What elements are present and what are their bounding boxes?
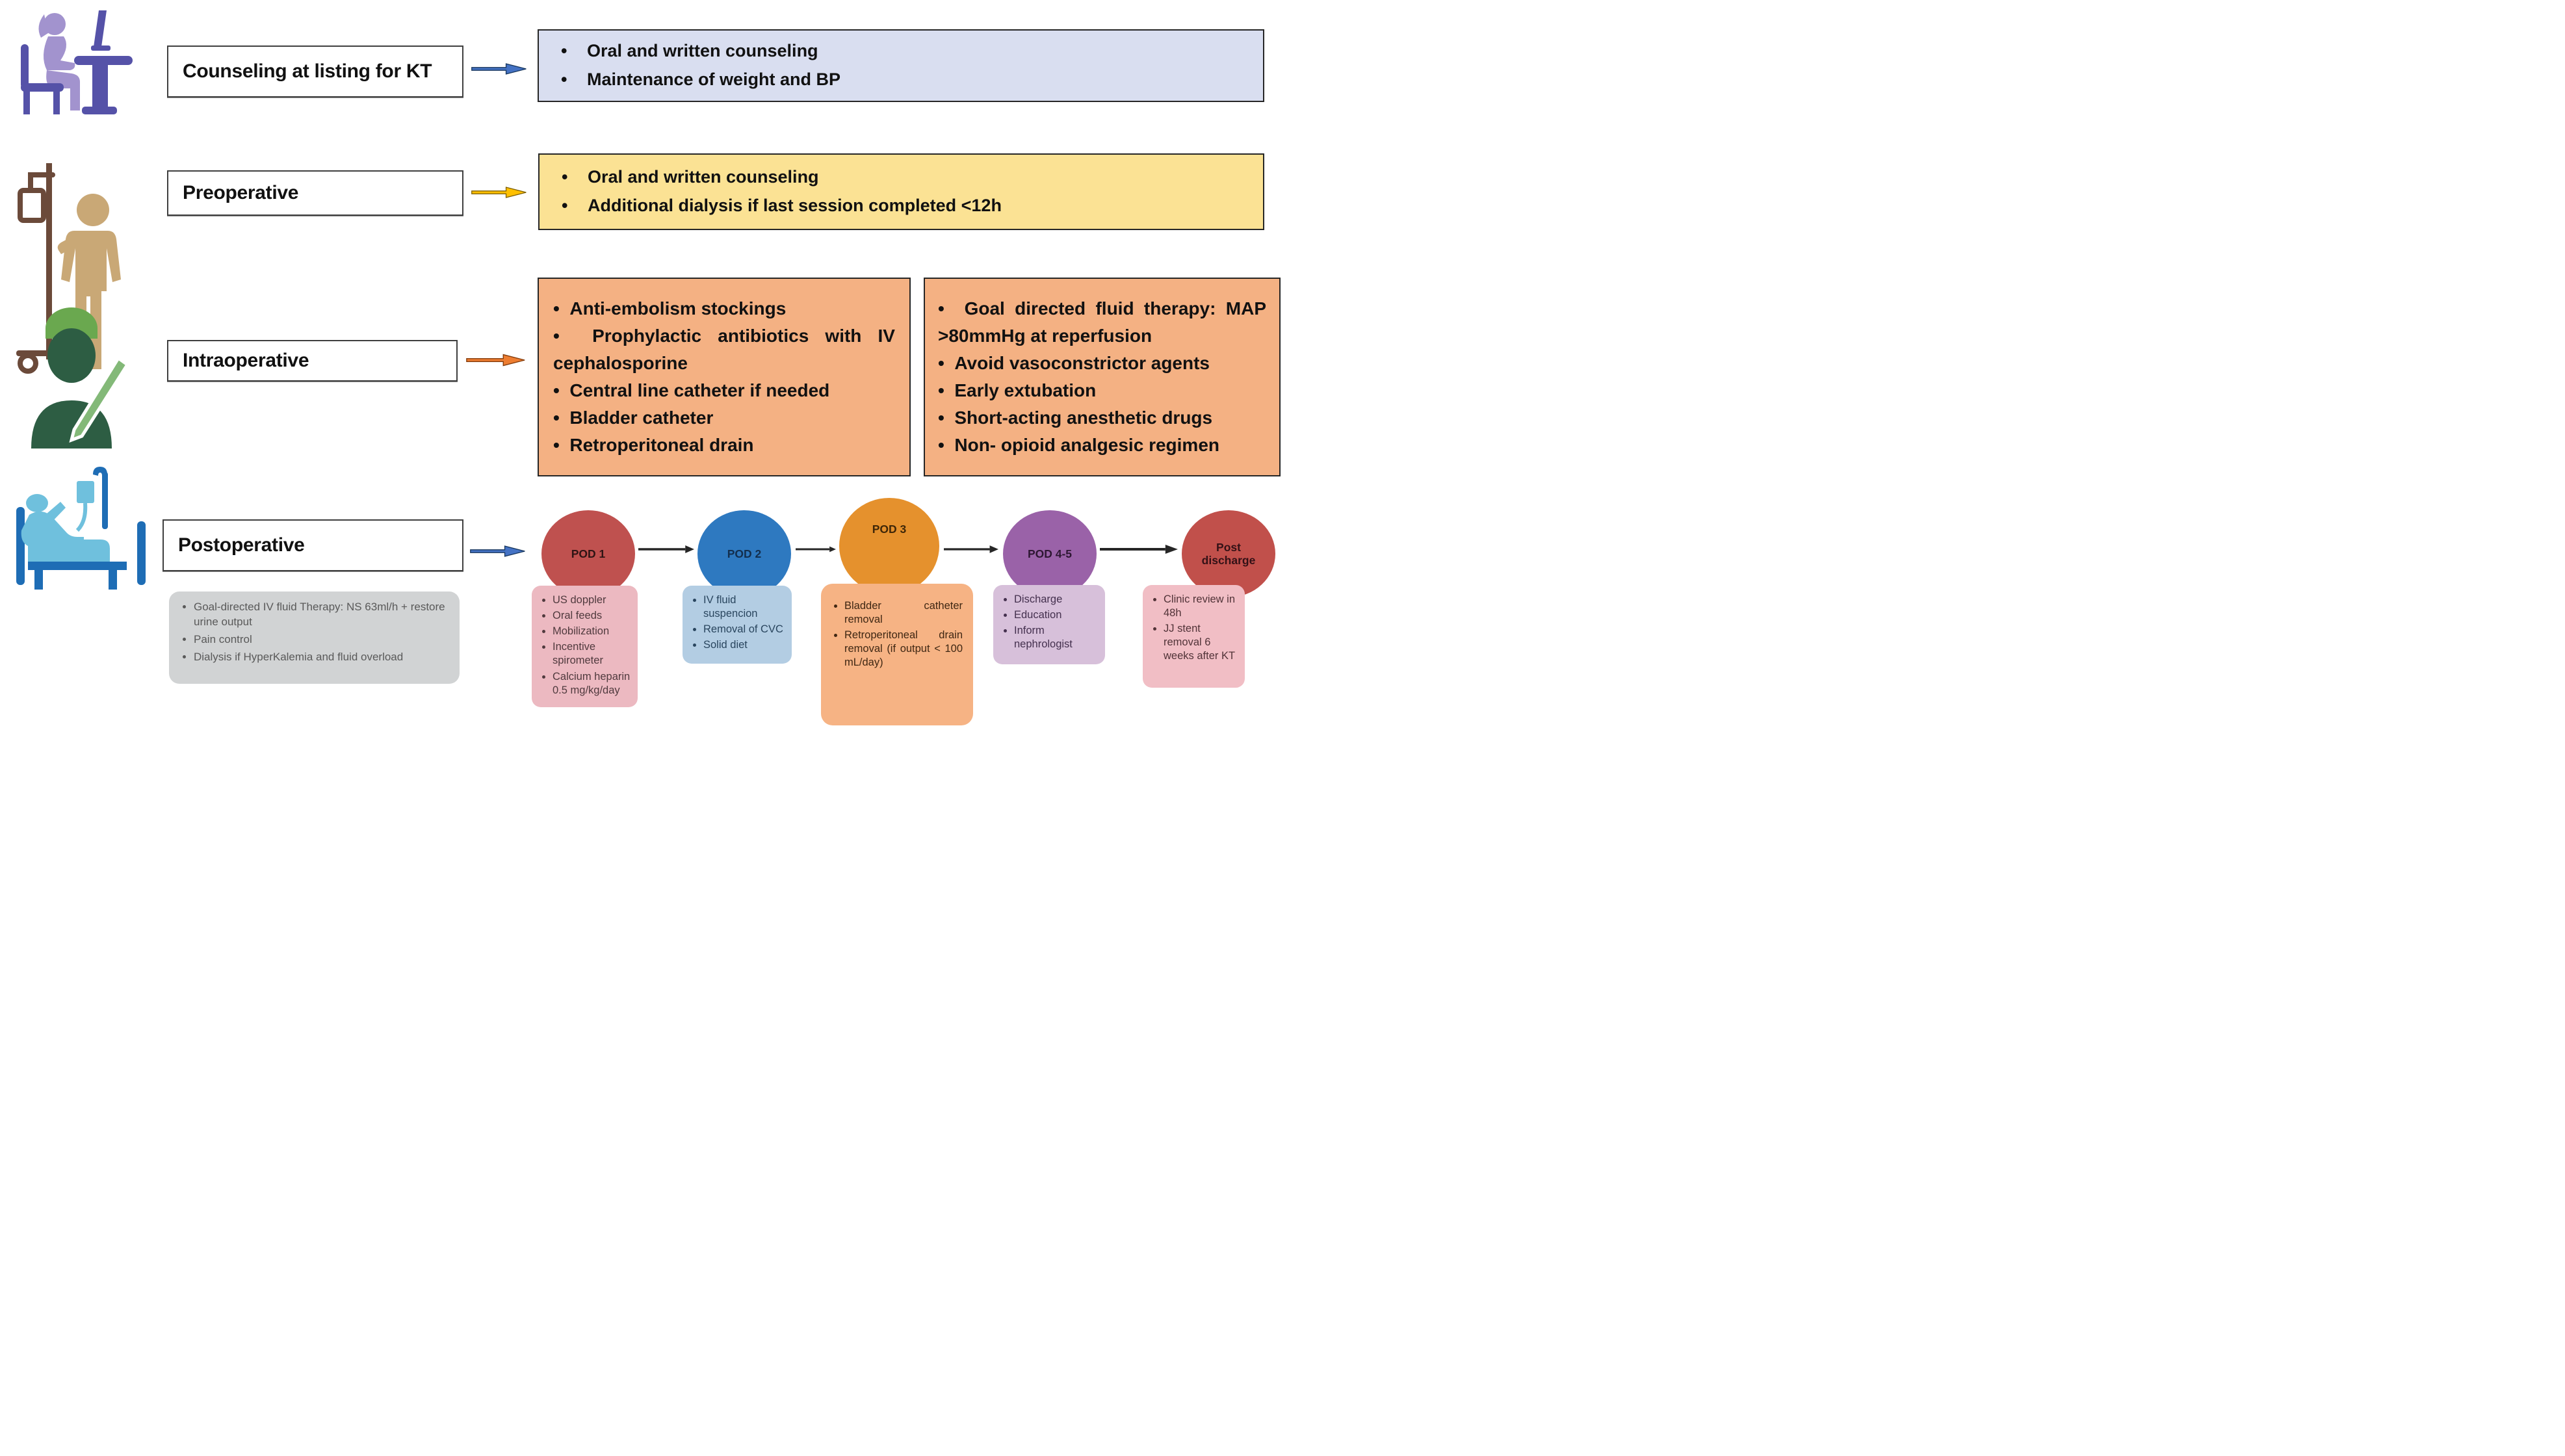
bullet-item: Mobilization [553, 625, 631, 638]
pod-circle-label: POD 1 [571, 547, 606, 560]
bullet-item: IV fluid suspencion [703, 593, 785, 621]
pod-circle-post-discharge: Post discharge [1182, 510, 1275, 597]
bullet-item: Short-acting anesthetic drugs [938, 404, 1266, 432]
kt-perioperative-care-pathway-diagram: Counseling at listing for KT Oral and wr… [0, 0, 1282, 728]
pod-note-list-3: Bladder catheter removalRetroperitoneal … [827, 599, 963, 670]
bullet-item: Oral and written counseling [551, 37, 1251, 66]
bullet-item: US doppler [553, 593, 631, 607]
bullet-item: Anti-embolism stockings [553, 295, 895, 322]
bullet-item: Early extubation [938, 377, 1266, 404]
preoperative-flow-arrow-icon [471, 187, 527, 198]
bullet-item: Retroperitoneal drain removal (if output… [844, 629, 963, 670]
pod-note-2: IV fluid suspencionRemoval of CVC Solid d… [683, 586, 792, 664]
bullet-item: Discharge [1014, 593, 1099, 606]
pod-note-list-1: US dopplerOral feedsMobilizationIncentiv… [536, 593, 631, 697]
pod-note-post-discharge: Clinic review in 48hJJ stent removal 6 w… [1143, 585, 1245, 688]
bullet-item: Dialysis if HyperKalemia and fluid overl… [194, 650, 452, 665]
timeline-connector-arrow-icon [796, 546, 836, 552]
intraoperative-note-box-1: Anti-embolism stockingsProphylactic anti… [538, 278, 911, 476]
bullet-item: JJ stent removal 6 weeks after KT [1164, 622, 1238, 663]
stage-label-text: Postoperative [178, 534, 305, 556]
intraoperative-note-list-1: Anti-embolism stockingsProphylactic anti… [553, 295, 895, 459]
bullet-item: Education [1014, 608, 1099, 622]
postoperative-flow-arrow-icon [470, 545, 525, 557]
timeline-connector-arrow-icon [1100, 545, 1178, 554]
stage-label-intraoperative: Intraoperative [167, 340, 458, 382]
pod-note-4: DischargeEducationInform nephrologist [993, 585, 1105, 664]
pod-note-list-post-discharge: Clinic review in 48hJJ stent removal 6 w… [1147, 593, 1238, 664]
person-at-computer-icon [21, 10, 133, 114]
bullet-item: Non- opioid analgesic regimen [938, 432, 1266, 459]
counseling-flow-arrow-icon [471, 63, 527, 75]
bullet-item: Central line catheter if needed [553, 377, 895, 404]
pod-circle-label: POD 4-5 [1027, 547, 1073, 560]
stage-label-postoperative: Postoperative [163, 519, 463, 571]
intraoperative-flow-arrow-icon [466, 354, 525, 367]
stage-label-counseling: Counseling at listing for KT [167, 46, 463, 98]
stage-label-text: Intraoperative [183, 350, 309, 371]
stage-label-text: Counseling at listing for KT [183, 60, 432, 82]
bullet-item: Avoid vasoconstrictor agents [938, 350, 1266, 377]
pod-circle-3: POD 3 [839, 498, 939, 594]
surgeon-icon [31, 307, 130, 448]
timeline-connector-arrow-icon [944, 545, 998, 553]
bullet-item: Inform nephrologist [1014, 624, 1099, 651]
intraoperative-note-list-2: Goal directed fluid therapy: MAP >80mmHg… [938, 295, 1266, 459]
bullet-item: Oral and written counseling [551, 163, 1251, 192]
stage-label-preoperative: Preoperative [167, 170, 463, 216]
preoperative-note-list: Oral and written counselingAdditional di… [551, 163, 1251, 220]
bullet-item: Calcium heparin 0.5 mg/kg/day [553, 670, 631, 697]
pod-note-list-2: IV fluid suspencionRemoval of CVC Solid d… [686, 593, 785, 652]
bullet-item: Solid diet [703, 638, 785, 652]
pod-circle-label: POD 3 [872, 523, 907, 536]
counseling-note-box: Oral and written counselingMaintenance o… [538, 29, 1264, 102]
bullet-item: Retroperitoneal drain [553, 432, 895, 459]
patient-in-bed-icon [16, 467, 146, 590]
pod-note-3: Bladder catheter removalRetroperitoneal … [821, 584, 973, 725]
bullet-item: Goal-directed IV fluid Therapy: NS 63ml/… [194, 600, 452, 630]
pod-circle-4: POD 4-5 [1003, 510, 1097, 597]
pod-note-list-4: DischargeEducationInform nephrologist [997, 593, 1099, 651]
bullet-item: Clinic review in 48h [1164, 593, 1238, 620]
pod-note-1: US dopplerOral feedsMobilizationIncentiv… [532, 586, 638, 707]
bullet-item: Goal directed fluid therapy: MAP >80mmHg… [938, 295, 1266, 350]
preoperative-note-box: Oral and written counselingAdditional di… [538, 153, 1264, 230]
bullet-item: Maintenance of weight and BP [551, 66, 1251, 94]
stage-label-text: Preoperative [183, 182, 299, 203]
bullet-item: Oral feeds [553, 609, 631, 623]
bullet-item: Bladder catheter [553, 404, 895, 432]
bullet-item: Prophylactic antibiotics with IV cephalo… [553, 322, 895, 377]
counseling-note-list: Oral and written counselingMaintenance o… [551, 37, 1251, 94]
pod-circle-label: POD 2 [727, 547, 762, 560]
bullet-item: Bladder catheter removal [844, 599, 963, 627]
pod-circle-label: Post discharge [1201, 540, 1256, 567]
bullet-item: Pain control [194, 632, 452, 647]
timeline-connector-arrow-icon [638, 545, 694, 554]
bullet-item: Removal of CVC [703, 623, 785, 636]
bullet-item: Additional dialysis if last session comp… [551, 192, 1251, 220]
postoperative-side-note: Goal-directed IV fluid Therapy: NS 63ml/… [169, 592, 460, 684]
pod-circle-1: POD 1 [541, 510, 635, 597]
intraoperative-note-box-2: Goal directed fluid therapy: MAP >80mmHg… [924, 278, 1281, 476]
bullet-item: Incentive spirometer [553, 640, 631, 668]
postoperative-side-note-list: Goal-directed IV fluid Therapy: NS 63ml/… [174, 600, 452, 665]
pod-circle-2: POD 2 [697, 510, 791, 597]
